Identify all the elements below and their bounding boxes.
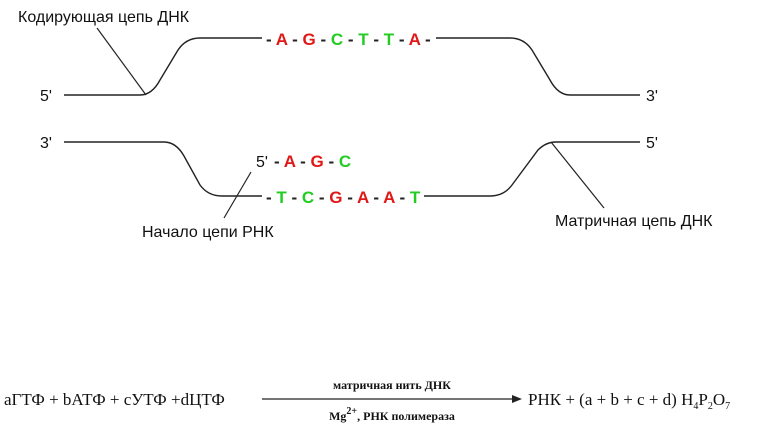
arrow-condition-bottom: Mg2+, РНК полимераза: [329, 406, 455, 423]
separator-dash: -: [324, 152, 339, 171]
nucleotide-g: G: [303, 30, 316, 49]
rna-start-label: Начало цепи РНК: [142, 224, 274, 241]
separator-dash: -: [343, 188, 357, 207]
separator-dash: -: [274, 152, 284, 171]
separator-dash: -: [287, 30, 302, 49]
separator-dash: -: [314, 188, 329, 207]
nucleotide-g: G: [329, 188, 342, 207]
separator-dash: -: [394, 30, 408, 49]
rna-sequence: - A - G - C: [274, 152, 351, 171]
nucleotide-t: T: [384, 30, 395, 49]
template-strand-leader: [550, 141, 605, 209]
nucleotide-a: A: [276, 30, 288, 49]
rna-5prime-label: 5': [256, 154, 268, 171]
nucleotide-c: C: [331, 30, 343, 49]
nucleotide-a: A: [409, 30, 421, 49]
nucleotide-a: A: [357, 188, 369, 207]
equation-reactants: aГТФ + bАТФ + cУТФ +dЦТФ: [4, 390, 225, 409]
nucleotide-t: T: [358, 30, 369, 49]
separator-dash: -: [295, 152, 310, 171]
coding-strand-label: Кодирующая цепь ДНК: [18, 9, 190, 26]
separator-dash: -: [316, 30, 331, 49]
nucleotide-c: C: [302, 188, 314, 207]
nucleotide-a: A: [284, 152, 296, 171]
rna-start-leader: [223, 171, 252, 219]
coding-3prime-label: 3': [646, 88, 658, 105]
coding-strand-leader: [96, 27, 147, 96]
nucleotide-c: C: [339, 152, 351, 171]
nucleotide-g: G: [311, 152, 324, 171]
separator-dash: -: [343, 30, 358, 49]
coding-5prime-label: 5': [40, 88, 52, 105]
template-sequence: - T - C - G - A - A - T: [266, 188, 421, 207]
arrow-condition-top: матричная нить ДНК: [333, 378, 451, 392]
separator-dash: -: [266, 30, 276, 49]
coding-sequence: - A - G - C - T - T - A -: [266, 30, 431, 49]
equation-products: РНК + (a + b + c + d) H4P2O7: [528, 390, 730, 412]
nucleotide-t: T: [410, 188, 421, 207]
reaction-arrow-head: [512, 395, 522, 403]
separator-dash: -: [395, 188, 410, 207]
nucleotide-a: A: [383, 188, 395, 207]
separator-dash: -: [420, 30, 430, 49]
separator-dash: -: [369, 30, 384, 49]
separator-dash: -: [287, 188, 302, 207]
template-5prime-label: 5': [646, 135, 658, 152]
template-3prime-label: 3': [40, 135, 52, 152]
separator-dash: -: [266, 188, 276, 207]
separator-dash: -: [369, 188, 383, 207]
template-strand-label: Матричная цепь ДНК: [555, 213, 713, 230]
nucleotide-t: T: [276, 188, 287, 207]
